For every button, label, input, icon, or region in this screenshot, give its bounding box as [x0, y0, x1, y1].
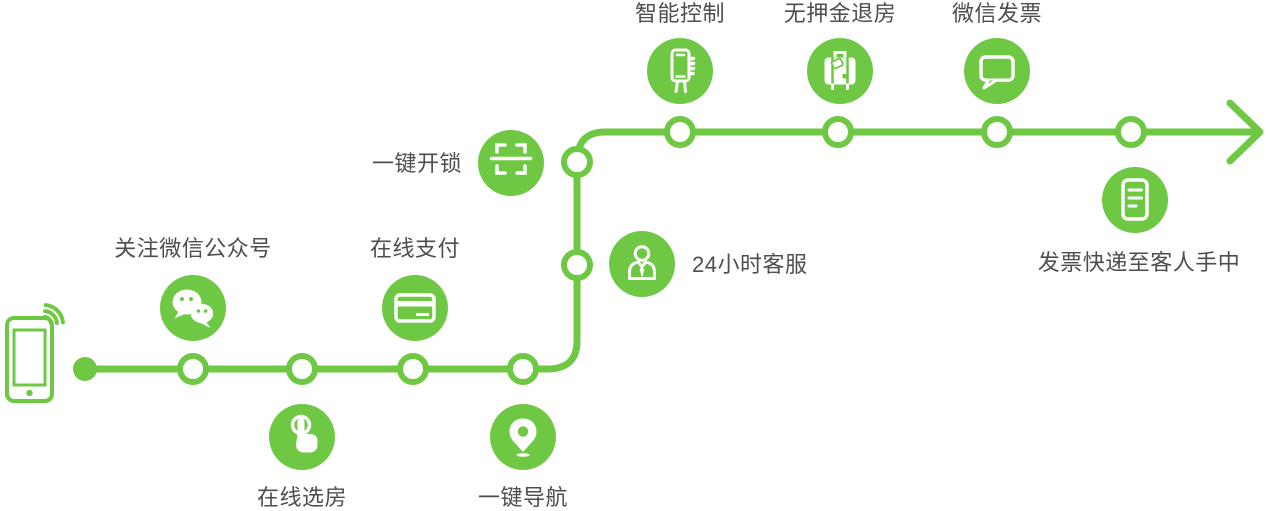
path-node: [664, 116, 696, 148]
step-label-wechat-invoice: 微信发票: [951, 1, 1042, 26]
bank-card-icon: [382, 275, 448, 341]
step-label-follow-wechat: 关注微信公众号: [114, 236, 272, 261]
phone-in-hand-icon: [647, 38, 713, 104]
path-node: [561, 146, 593, 178]
step-label-smart-control: 智能控制: [634, 1, 725, 26]
step-label-no-deposit-checkout: 无押金退房: [783, 1, 897, 26]
path-nodes: [177, 116, 1147, 385]
step-label-unlock: 一键开锁: [371, 151, 462, 176]
step-label-navigation: 一键导航: [477, 485, 568, 510]
step-label-pay-online: 在线支付: [369, 236, 460, 261]
path-node: [1115, 116, 1147, 148]
path-node: [507, 353, 539, 385]
tap-finger-icon: [269, 404, 335, 470]
arrow-right-icon: [1226, 99, 1264, 165]
luggage-icon: [807, 38, 873, 104]
path-start-dot: [73, 357, 97, 381]
path-node: [981, 116, 1013, 148]
path-node: [397, 353, 429, 385]
step-label-customer-service: 24小时客服: [692, 252, 808, 277]
path-node: [561, 249, 593, 281]
customer-service-person-icon: [609, 231, 675, 297]
smartphone-signal-icon: [5, 303, 65, 403]
wechat-icon: [160, 275, 226, 341]
invoice-document-icon: [1102, 167, 1168, 233]
path-node: [286, 353, 318, 385]
step-label-invoice-delivery: 发票快递至客人手中: [1037, 250, 1241, 275]
path-node: [822, 116, 854, 148]
path-node: [177, 353, 209, 385]
chat-bubble-icon: [964, 38, 1030, 104]
scan-unlock-icon: [478, 130, 544, 196]
step-label-choose-room: 在线选房: [256, 485, 347, 510]
location-pin-icon: [490, 404, 556, 470]
